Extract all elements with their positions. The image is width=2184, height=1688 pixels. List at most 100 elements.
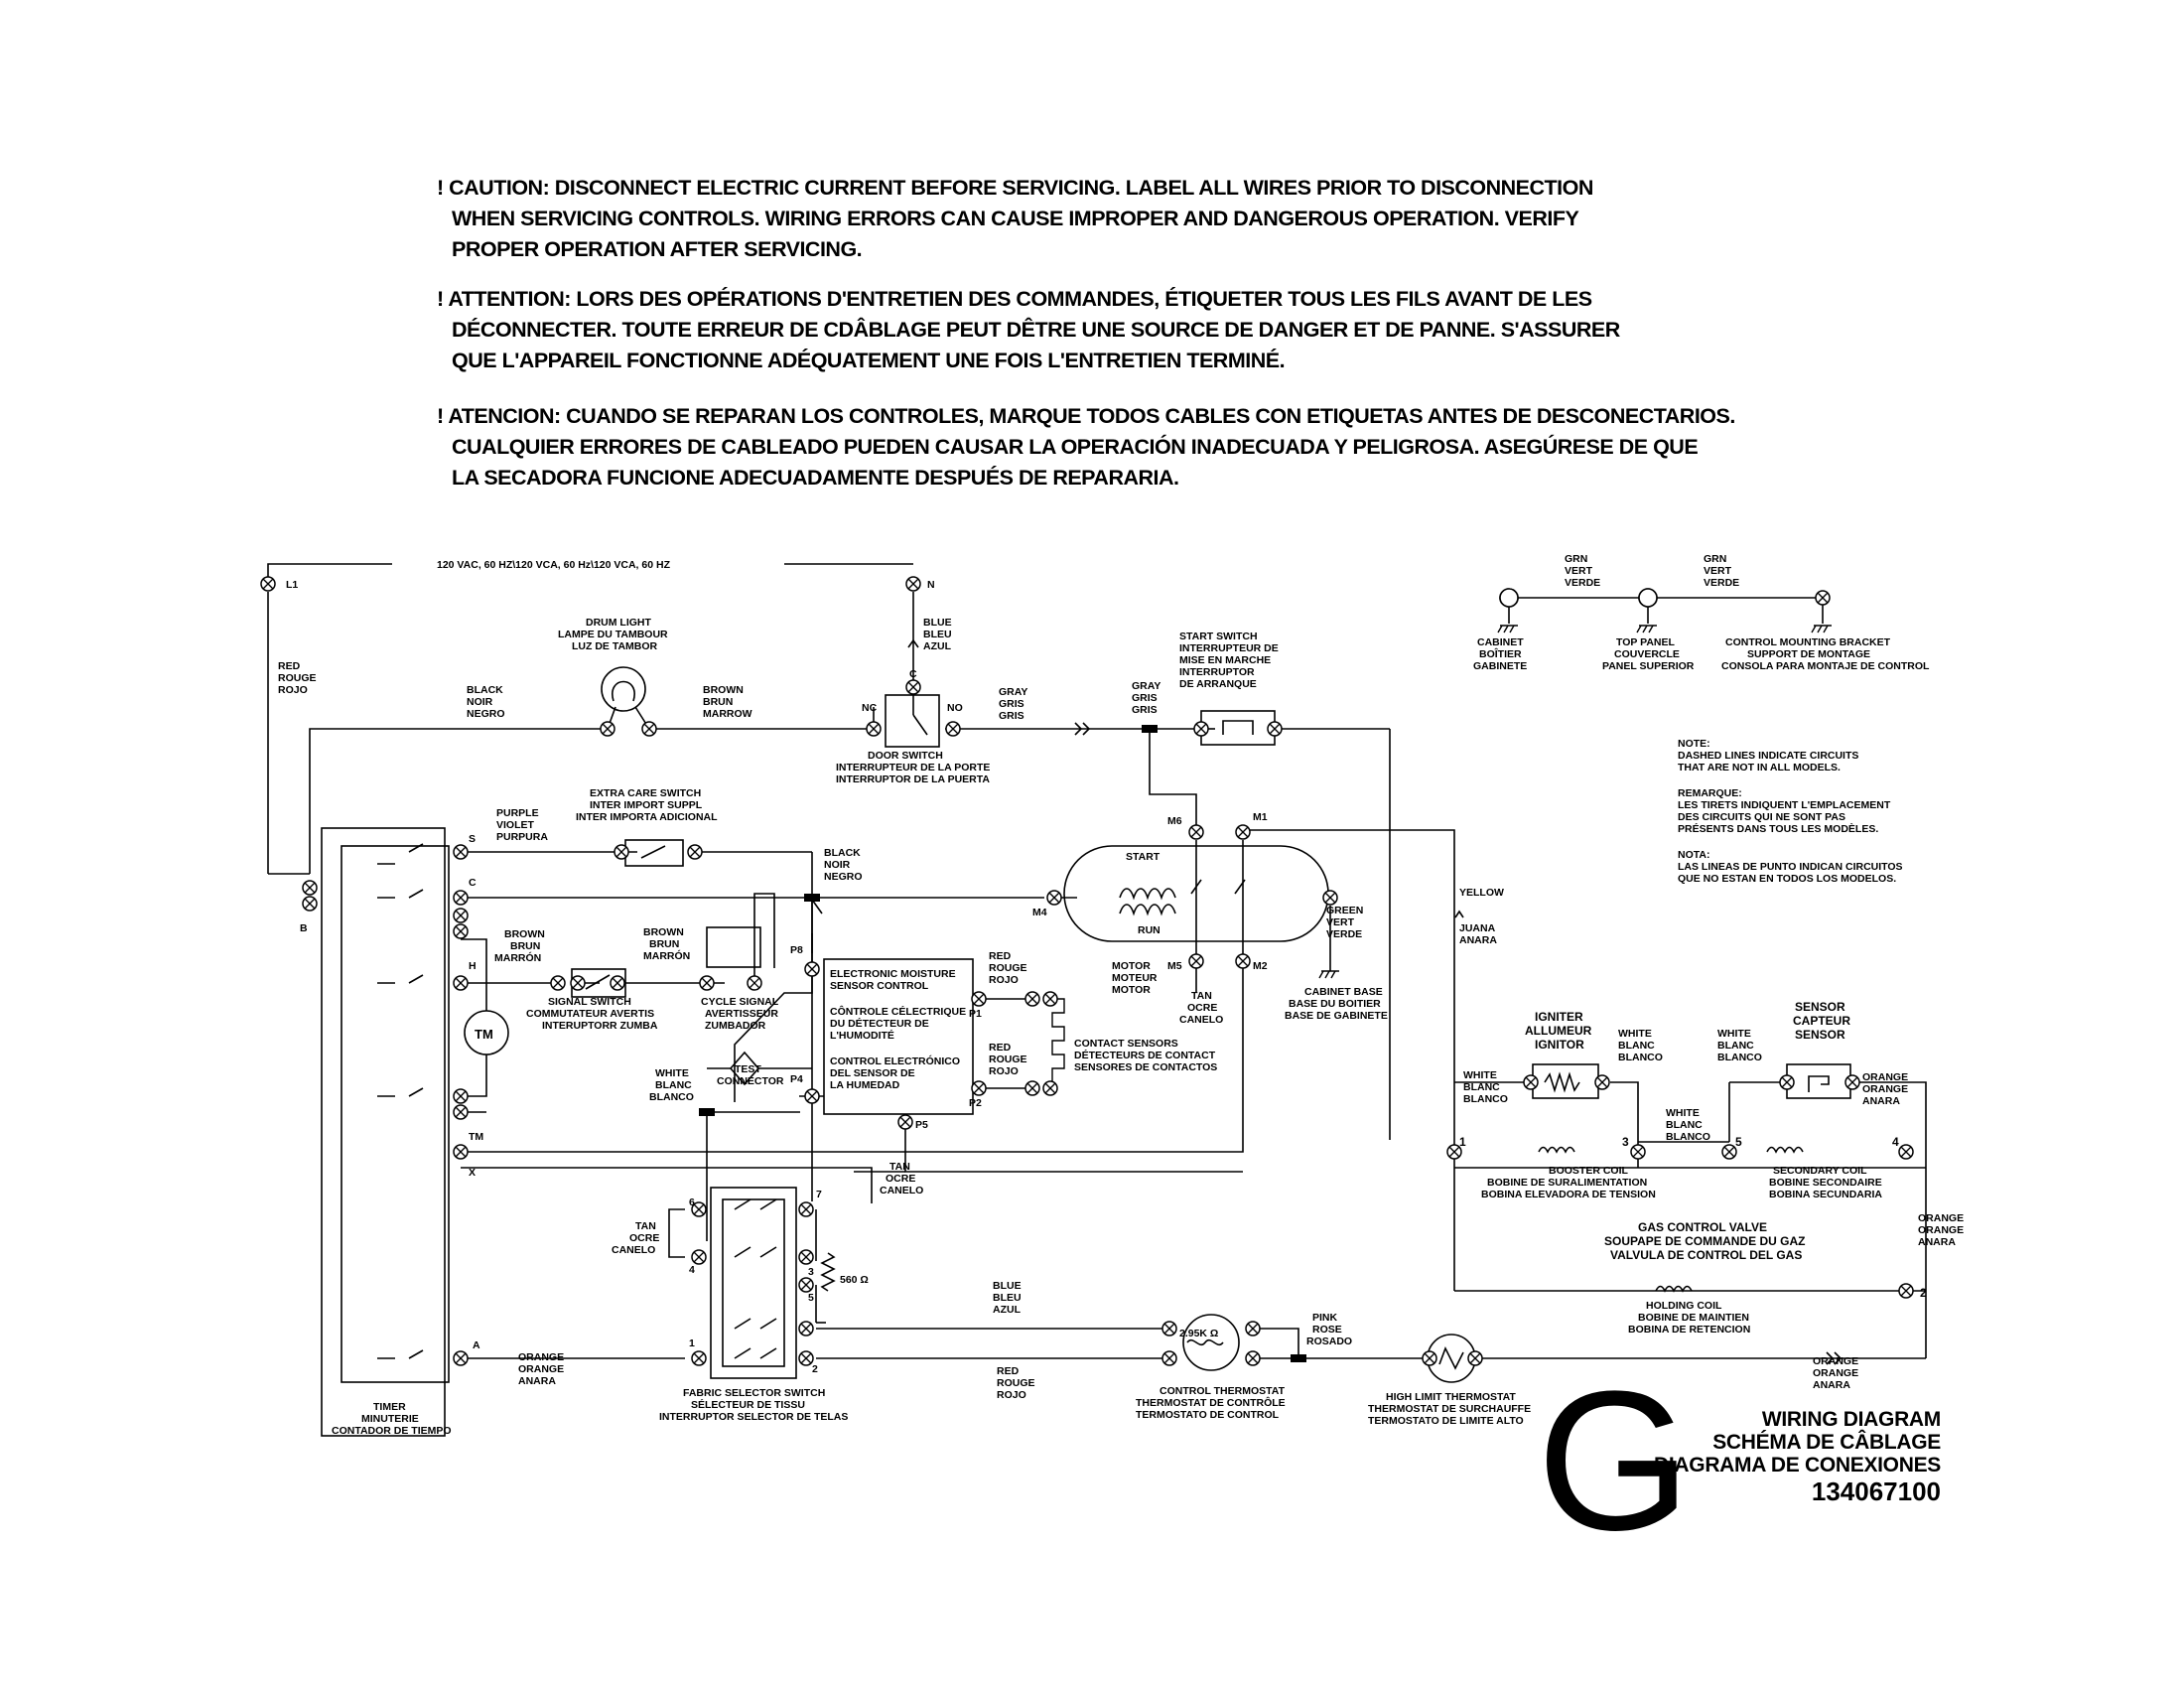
terminal-label: M2 bbox=[1253, 960, 1268, 972]
component-label: MINUTERIE bbox=[361, 1413, 419, 1425]
supply-voltage: 120 VAC, 60 HZ\120 VCA, 60 Hz\120 VCA, 6… bbox=[437, 559, 671, 571]
wire-label: TAN bbox=[635, 1220, 656, 1232]
wire-label: VIOLET bbox=[496, 819, 535, 831]
component-label: TIMER bbox=[373, 1401, 406, 1413]
wire-label: WHITE bbox=[1666, 1107, 1700, 1119]
component-label: HOLDING COIL bbox=[1646, 1300, 1722, 1312]
wire-label: ORANGE bbox=[1862, 1083, 1908, 1095]
component-label: START SWITCH bbox=[1179, 631, 1258, 642]
component-label: INTER IMPORTA ADICIONAL bbox=[576, 811, 718, 823]
wire-label: VERT bbox=[1704, 565, 1732, 577]
component-label: CONTACT SENSORS bbox=[1074, 1038, 1178, 1050]
wire-label: WHITE bbox=[655, 1067, 689, 1079]
note-line: DES CIRCUITS QUI NE SONT PAS bbox=[1678, 811, 1845, 823]
component-label: CYCLE SIGNAL bbox=[701, 996, 779, 1008]
wire-label: NOIR bbox=[824, 859, 851, 871]
wire-label: BLANC bbox=[1463, 1081, 1500, 1093]
component-label: BOBINA ELEVADORA DE TENSION bbox=[1481, 1189, 1656, 1200]
wire-label: BLUE bbox=[923, 617, 952, 629]
wire-label: BLANC bbox=[1666, 1119, 1703, 1131]
wire-label: ANARA bbox=[1813, 1379, 1850, 1391]
component-label: FABRIC SELECTOR SWITCH bbox=[683, 1387, 825, 1399]
wire-label: RED bbox=[989, 950, 1012, 962]
component-label: PANEL SUPERIOR bbox=[1602, 660, 1695, 672]
note-line: NOTA: bbox=[1678, 849, 1709, 861]
component-label: DU DÉTECTEUR DE bbox=[830, 1017, 929, 1030]
caution-line: ! CAUTION: DISCONNECT ELECTRIC CURRENT B… bbox=[437, 176, 1593, 200]
wire-label: ORANGE bbox=[518, 1363, 564, 1375]
terminal-label: 3 bbox=[1622, 1135, 1629, 1149]
component-label: DE ARRANQUE bbox=[1179, 678, 1257, 690]
component-label: BASE DE GABINETE bbox=[1285, 1010, 1388, 1022]
title-block: WIRING DIAGRAM SCHÉMA DE CÂBLAGE DIAGRAM… bbox=[1654, 1408, 1941, 1506]
terminal-label: H bbox=[469, 960, 477, 972]
wire-label: VERT bbox=[1565, 565, 1593, 577]
component-label: BOOSTER COIL bbox=[1549, 1165, 1629, 1177]
component-label: SIGNAL SWITCH bbox=[548, 996, 631, 1008]
revision-letter: G bbox=[1537, 1350, 1692, 1572]
component-label: INTERRUPTEUR DE bbox=[1179, 642, 1279, 654]
component-label: MISE EN MARCHE bbox=[1179, 654, 1271, 666]
terminal-label: P1 bbox=[969, 1008, 982, 1020]
test-connector bbox=[707, 1051, 812, 1086]
component-label: ELECTRONIC MOISTURE bbox=[830, 968, 956, 980]
component-label: BOBINE SECONDAIRE bbox=[1769, 1177, 1882, 1189]
terminal-label: P4 bbox=[790, 1073, 803, 1085]
wire-label: ANARA bbox=[1459, 934, 1497, 946]
terminal-label: M1 bbox=[1253, 811, 1268, 823]
terminal-label: 1 bbox=[1459, 1135, 1466, 1149]
component-label: CÔNTROLE CÉLECTRIQUE bbox=[830, 1005, 966, 1018]
wire-label: ROUGE bbox=[989, 1054, 1027, 1065]
title-line: WIRING DIAGRAM bbox=[1761, 1408, 1941, 1431]
note-line: DASHED LINES INDICATE CIRCUITS bbox=[1678, 750, 1858, 762]
terminal-label: 4 bbox=[689, 1264, 695, 1276]
igniter bbox=[1523, 1063, 1610, 1099]
wire-label: BLACK bbox=[467, 684, 503, 696]
wire-label: ANARA bbox=[1918, 1236, 1956, 1248]
component-label: LUZ DE TAMBOR bbox=[572, 640, 658, 652]
component-label: INTERRUPTOR bbox=[1179, 666, 1255, 678]
wire-label: BLANCO bbox=[1666, 1131, 1710, 1143]
motor bbox=[1046, 824, 1340, 979]
terminal-label: C bbox=[909, 668, 917, 680]
wire-label: VERDE bbox=[1704, 577, 1739, 589]
wire-label: CANELO bbox=[612, 1244, 655, 1256]
wire-label: BLEU bbox=[993, 1292, 1022, 1304]
title-line: DIAGRAMA DE CONEXIONES bbox=[1654, 1454, 1941, 1477]
part-number: 134067100 bbox=[1811, 1477, 1941, 1506]
caution-spanish: ! ATENCION: CUANDO SE REPARAN LOS CONTRO… bbox=[437, 401, 1735, 493]
caution-line: PROPER OPERATION AFTER SERVICING. bbox=[452, 237, 863, 261]
wire-label: ROJO bbox=[278, 684, 308, 696]
wires bbox=[267, 563, 1927, 1359]
drum-light bbox=[600, 666, 657, 737]
component-label: LAMPE DU TAMBOUR bbox=[558, 629, 668, 640]
wire-label: NEGRO bbox=[467, 708, 505, 720]
component-label: LA HUMEDAD bbox=[830, 1079, 900, 1091]
wire-label: OCRE bbox=[886, 1173, 915, 1185]
component-label: COMMUTATEUR AVERTIS bbox=[526, 1008, 654, 1020]
wire-label: GRIS bbox=[999, 710, 1024, 722]
wire-label: ORANGE bbox=[1918, 1224, 1964, 1236]
wire-label: VERDE bbox=[1565, 577, 1600, 589]
wire-label: ORANGE bbox=[1862, 1071, 1908, 1083]
wire-label: BLANC bbox=[1717, 1040, 1754, 1052]
note-line: THAT ARE NOT IN ALL MODELS. bbox=[1678, 762, 1841, 774]
terminal-label: M4 bbox=[1032, 907, 1047, 918]
wire-label: AZUL bbox=[993, 1304, 1022, 1316]
caution-line: ! ATENCION: CUANDO SE REPARAN LOS CONTRO… bbox=[437, 404, 1735, 428]
wire-label: GRIS bbox=[999, 698, 1024, 710]
terminal-label: NC bbox=[862, 702, 878, 714]
caution-line: QUE L'APPAREIL FONCTIONNE ADÉQUATEMENT U… bbox=[452, 349, 1286, 372]
title-line: SCHÉMA DE CÂBLAGE bbox=[1712, 1431, 1941, 1454]
component-label: SÉLECTEUR DE TISSU bbox=[691, 1398, 805, 1411]
caution-line: WHEN SERVICING CONTROLS. WIRING ERRORS C… bbox=[452, 207, 1579, 230]
wire-label: BRUN bbox=[510, 940, 540, 952]
wire-label: PURPURA bbox=[496, 831, 548, 843]
caution-english: ! CAUTION: DISCONNECT ELECTRIC CURRENT B… bbox=[437, 173, 1593, 265]
terminal-label: 1 bbox=[689, 1337, 695, 1349]
wire-label: BLANCO bbox=[1618, 1052, 1663, 1063]
wire-label: ORANGE bbox=[1813, 1355, 1858, 1367]
wire-label: GRAY bbox=[1132, 680, 1160, 692]
component-label: BOBINE DE SURALIMENTATION bbox=[1487, 1177, 1647, 1189]
